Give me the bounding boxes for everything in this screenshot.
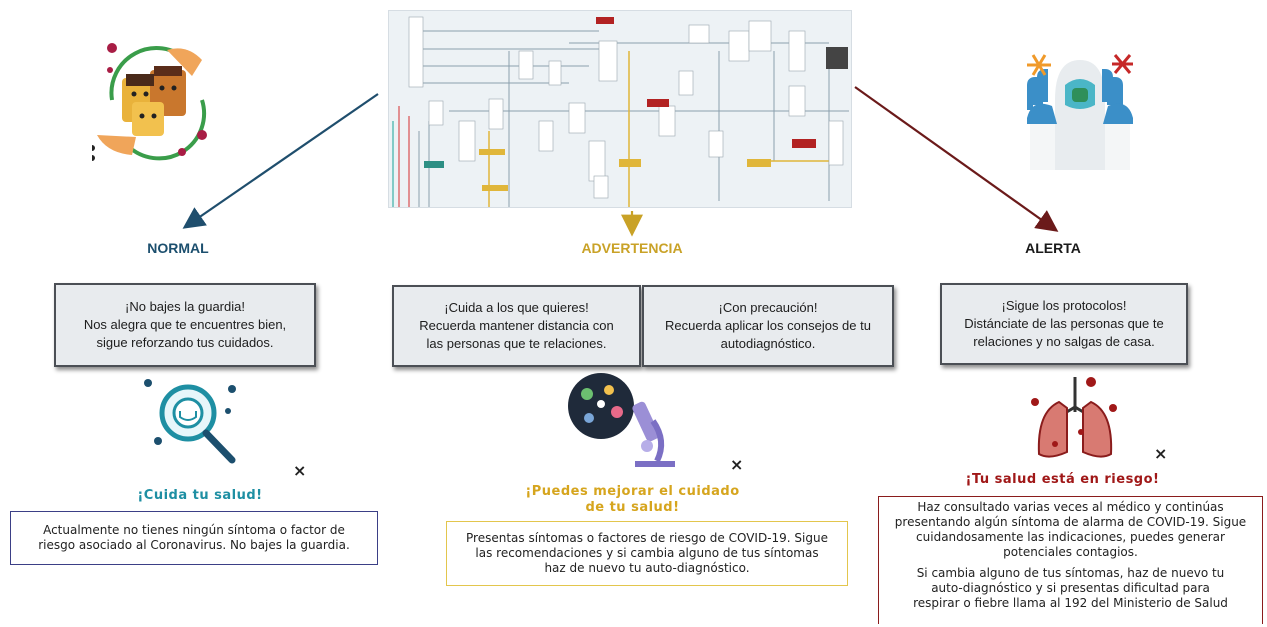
normal-message-line-3: sigue reforzando tus cuidados. (96, 335, 274, 350)
arrow-to-normal (182, 93, 379, 229)
normal-message-line-2: Nos alegra que te encuentres bien, (83, 317, 287, 332)
warning-result-title-line-2: de tu salud! (585, 500, 680, 515)
lungs-virus-icon (1025, 372, 1125, 462)
alert-description-line-2: presentando algún síntoma de alarma de C… (894, 515, 1247, 529)
alert-message-line-3: relaciones y no salgas de casa. (973, 334, 1155, 349)
alert-description-box: Haz consultado varias veces al médico y … (878, 496, 1263, 624)
warning-description-box: Presentas síntomas o factores de riesgo … (446, 521, 848, 586)
normal-description-box: Actualmente no tienes ningún síntoma o f… (10, 511, 378, 565)
warning-b-line-3: autodiagnóstico. (720, 336, 816, 351)
level-label-normal: NORMAL (147, 240, 209, 256)
normal-description-line-1: Actualmente no tienes ningún síntoma o f… (43, 523, 345, 537)
close-icon-warning[interactable]: × (730, 455, 744, 474)
warning-a-line-1: ¡Cuida a los que quieres! (444, 300, 589, 315)
normal-result-title: ¡Cuida tu salud! (137, 488, 263, 503)
warning-message-box-a: ¡Cuida a los que quieres! Recuerda mante… (392, 285, 641, 367)
warning-a-line-3: las personas que te relaciones. (426, 336, 607, 351)
alert-message-box: ¡Sigue los protocolos! Distánciate de la… (940, 283, 1188, 365)
warning-a-line-2: Recuerda mantener distancia con (419, 318, 614, 333)
magnifier-virus-icon (140, 375, 245, 465)
warning-description-line-3: haz de nuevo tu auto-diagnóstico. (544, 561, 750, 575)
healthcare-worker-icon (1015, 40, 1145, 170)
warning-result-title-line-1: ¡Puedes mejorar el cuidado (525, 484, 740, 499)
close-icon-alert[interactable]: × (1154, 444, 1168, 463)
alert-description-2-line-2: auto-diagnóstico y si presentas dificult… (931, 581, 1210, 595)
alert-description-2-line-1: Si cambia alguno de tus síntomas, haz de… (916, 566, 1225, 580)
alert-description-line-1: Haz consultado varias veces al médico y … (917, 500, 1224, 514)
alert-description-2-line-3: respirar o fiebre llama al 192 del Minis… (913, 596, 1228, 610)
microscope-icon (565, 372, 680, 472)
warning-description-line-2: las recomendaciones y si cambia alguno d… (475, 546, 819, 560)
close-icon-normal[interactable]: × (293, 461, 307, 480)
level-label-alert: ALERTA (1025, 240, 1081, 256)
alert-message-line-2: Distánciate de las personas que te (964, 316, 1164, 331)
family-care-icon (89, 40, 222, 165)
alert-message-line-1: ¡Sigue los protocolos! (1001, 298, 1127, 313)
warning-result-title: ¡Puedes mejorar el cuidado de tu salud! (520, 484, 745, 516)
warning-b-line-1: ¡Con precaución! (718, 300, 818, 315)
level-label-warning: ADVERTENCIA (581, 240, 683, 256)
warning-b-line-2: Recuerda aplicar los consejos de tu (665, 318, 871, 333)
normal-description-line-2: riesgo asociado al Coronavirus. No bajes… (38, 538, 350, 552)
alert-result-title: ¡Tu salud está en riesgo! (965, 472, 1160, 487)
normal-message-box: ¡No bajes la guardia! Nos alegra que te … (54, 283, 316, 367)
flowchart-thumbnail (388, 10, 852, 208)
alert-description-line-3: cuidandosamente las indicaciones, puedes… (916, 530, 1225, 544)
flowchart-diagram (389, 11, 851, 207)
arrow-to-alert (854, 86, 1059, 232)
normal-message-line-1: ¡No bajes la guardia! (125, 299, 245, 314)
alert-description-line-4: potenciales contagios. (1003, 545, 1138, 559)
warning-description-line-1: Presentas síntomas o factores de riesgo … (466, 531, 828, 545)
warning-message-box-b: ¡Con precaución! Recuerda aplicar los co… (642, 285, 894, 367)
